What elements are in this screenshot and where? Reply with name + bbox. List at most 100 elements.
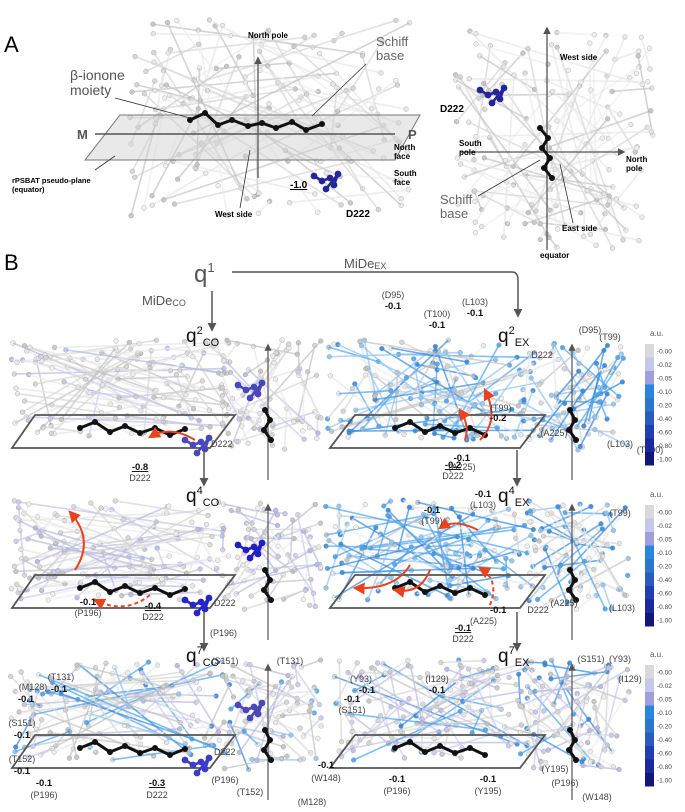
colorbar-tick: -0.20 [657,723,672,730]
panel-b-letter: B [4,250,19,275]
charge-value: -0.1 [14,766,31,777]
residue-label: (S151) [8,718,35,728]
residue-label: (T131) [277,656,304,666]
charge-value: -0.1 [344,694,361,705]
rpsbat-label: rPSBAT pseudo-plane(equator) [12,176,91,194]
residue-label: (T99) [421,516,443,526]
residue-label: (A225) [540,428,567,438]
colorbar-swatch [645,357,654,371]
residue-label: D222 [146,790,168,800]
state-label-ex: q4EX [498,485,530,509]
colorbar-tick: -0.02 [657,683,672,690]
panel-a-right-molecule [453,28,656,251]
retinal-chain [187,110,325,133]
colorbar-tick: -0.80 [657,443,672,450]
colorbar-swatch [645,505,654,519]
residue-label: (A225) [448,462,475,472]
residue-label: (M128) [298,797,327,807]
ex-plane [328,734,547,769]
colorbar-tick: -0.00 [657,509,672,516]
charge-value: -0.1 [389,774,406,785]
charge-flow-arrow [458,408,471,441]
colorbar-1: a.u.-0.00-0.02-0.05-0.10-0.20-0.40-0.60-… [645,329,672,466]
charge-label: -1.0 [290,180,308,191]
state-label-co: q2CO [186,325,220,349]
charge-value: -0.1 [490,605,507,616]
colorbar-tick: -0.60 [657,590,672,597]
colorbar-tick: -0.60 [657,429,672,436]
residue-label: D222 [211,439,233,449]
residue-label: (T99) [609,508,631,518]
residue-label: D222 [527,605,549,615]
beta-ionone-leader [114,97,191,119]
colorbar-tick: -0.05 [657,375,672,382]
right-schiff-leader [477,159,541,197]
ex-molecule-row-1 [324,337,631,453]
colorbar-2: a.u.-0.00-0.02-0.05-0.10-0.20-0.40-0.60-… [645,490,672,627]
charge-flow-arrow [68,510,85,571]
mide-co-label: MiDeCO [142,293,186,308]
colorbar-tick: -0.40 [657,577,672,584]
equator-plane [83,114,421,161]
west-side-leader [239,149,251,209]
residue-label: D222 [442,471,464,481]
residue-label: D222 [129,473,151,483]
colorbar-swatch [645,705,654,719]
charge-value: -0.1 [359,685,376,696]
state-label-ex: q7EX [498,645,530,669]
colorbar-tick: -0.80 [657,764,672,771]
charge-value: -0.1 [51,684,68,695]
east-side-leader [559,163,574,224]
colorbar-tick: -1.00 [657,617,672,624]
charge-flow-arrow [92,594,151,610]
residue-label: (T152) [237,787,264,797]
colorbar-swatch [645,398,654,412]
residue-label: (A225) [550,598,577,608]
colorbar-swatch [645,773,654,787]
residue-label: (Y195) [474,786,501,796]
charge-value: -0.1 [475,489,492,500]
colorbar-unit: a.u. [650,490,663,499]
residue-label: (T99) [490,403,512,413]
co-plane [10,734,237,769]
colorbar-swatch [645,719,654,733]
colorbar-unit: a.u. [650,650,663,659]
charge-value: -0.1 [14,730,31,741]
right-d222-label: D222 [440,104,464,115]
charge-flow-arrow [352,564,411,595]
ex-plane [328,414,547,449]
colorbar-tick: -1.00 [657,777,672,784]
retinal-chain-side [537,125,555,181]
residue-label: (Y195) [541,764,568,774]
residue-label: (T99) [599,332,621,342]
rpsbat-leader [94,155,116,171]
residue-label: (P196) [210,628,237,638]
colorbar-tick: -0.60 [657,750,672,757]
charge-value: -0.3 [149,778,165,789]
residue-label: (P196) [551,778,578,788]
residue-label: (S151) [577,654,604,664]
colorbar-swatch [645,518,654,532]
residue-label: (T152) [9,754,36,764]
residue-label: D222 [452,634,474,644]
colorbar-swatch [645,692,654,706]
d222-residue-side [476,84,508,107]
charge-value: -0.1 [429,685,446,696]
ex-molecule-row-2 [323,497,631,612]
colorbar-tick: -0.00 [657,348,672,355]
residue-label: D222 [531,350,553,360]
p-label: P [408,127,417,142]
charge-value: -0.1 [18,694,35,705]
state-label-ex: q2EX [498,325,530,349]
colorbar-tick: -0.20 [657,563,672,570]
colorbar-tick: -0.02 [657,523,672,530]
residue-label: (Y93) [350,674,372,684]
residue-label: (P196) [383,786,410,796]
